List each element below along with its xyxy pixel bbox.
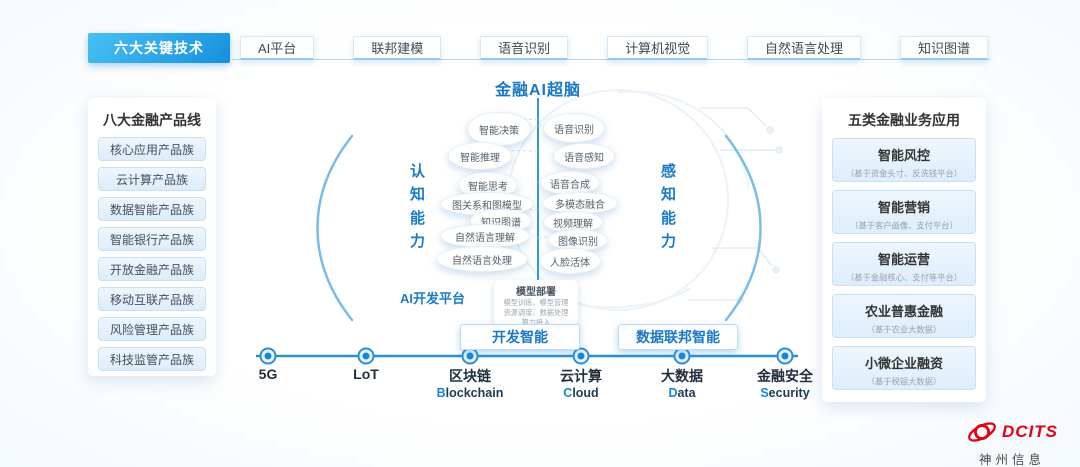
model-deploy-line: 资源调度、数据处理	[503, 308, 569, 317]
timeline-label-5g: 5G	[213, 366, 323, 382]
timeline-en-rest: lockchain	[445, 386, 504, 400]
timeline-dot	[461, 347, 479, 365]
perception-bubble: 语音识别	[543, 113, 605, 143]
timeline-en: Data	[627, 386, 737, 400]
model-deploy-title: 模型部署	[516, 287, 556, 298]
timeline-en-rest: loud	[572, 386, 599, 400]
business-apps-title: 五类金融业务应用	[848, 112, 960, 128]
timeline-label-bigdata: 大数据 Data	[627, 366, 737, 400]
business-app-subtitle: （基于农业大数据）	[866, 325, 942, 335]
brain-title: 金融AI超脑	[494, 82, 581, 99]
model-deploy-line: 模型训练、模型管理	[503, 298, 569, 307]
logo-row: DCITS	[946, 416, 1078, 448]
product-line-item: 智能银行产品族	[98, 227, 206, 251]
timeline-en-rest: ecurity	[768, 386, 810, 400]
product-line-item: 数据智能产品族	[98, 197, 206, 221]
timeline-zh: 区块链	[449, 368, 491, 384]
circuit-traces	[688, 107, 783, 304]
product-line-item: 移动互联产品族	[98, 287, 206, 311]
business-apps-panel: 五类金融业务应用 智能风控 （基于资金头寸、反洗钱平台） 智能营销 （基于客户画…	[822, 98, 986, 402]
dev-intelligence-box: 开发智能	[460, 324, 580, 350]
business-app-subtitle: （基于客户画像、支付平台）	[850, 221, 958, 231]
timeline-zh: 5G	[258, 366, 278, 382]
timeline-zh: LoT	[353, 366, 379, 382]
tech-item-federated-modeling: 联邦建模	[353, 36, 442, 60]
product-line-item: 科技监管产品族	[98, 347, 206, 371]
key-technologies-row: AI平台 联邦建模 语音识别 计算机视觉 自然语言处理 知识图谱	[240, 36, 988, 60]
timeline-en-initial: S	[760, 386, 769, 400]
cognitive-ability-label: 认知能力	[409, 163, 425, 250]
business-app-item: 智能营销 （基于客户画像、支付平台）	[832, 190, 976, 234]
perception-bubble: 人脸活体	[539, 248, 601, 274]
tech-item-nlp: 自然语言处理	[747, 36, 862, 60]
business-app-name: 农业普惠金融	[864, 304, 943, 319]
timeline-dot-core	[678, 352, 686, 360]
timeline-en-initial: D	[668, 386, 678, 400]
data-federation-box: 数据联邦智能	[618, 324, 738, 350]
business-app-subtitle: （基于资金头寸、反洗钱平台）	[846, 169, 962, 179]
cognitive-bubble: 智能决策	[467, 112, 531, 146]
right-arc	[724, 134, 762, 322]
timeline-en-rest: ata	[677, 386, 696, 400]
timeline-zh: 金融安全	[757, 368, 813, 384]
timeline-dot-core	[362, 352, 370, 360]
timeline-label-security: 金融安全 Security	[730, 366, 840, 400]
tech-item-computer-vision: 计算机视觉	[607, 36, 709, 60]
product-lines-title: 八大金融产品线	[103, 112, 201, 128]
ai-dev-platform-label: AI开发平台	[400, 291, 466, 306]
timeline-dot	[357, 347, 375, 365]
tech-item-ai-platform: AI平台	[240, 36, 315, 60]
business-app-subtitle: （基于金融核心、支付等平台）	[846, 273, 962, 283]
perception-ability-label: 感知能力	[660, 163, 676, 250]
timeline-dot	[259, 347, 277, 365]
timeline-en: Blockchain	[415, 386, 525, 400]
perception-bubble: 语音感知	[553, 143, 615, 169]
logo-company-text: 神州信息	[978, 453, 1045, 467]
timeline-zh: 云计算	[560, 368, 602, 384]
cognitive-bubble: 自然语言理解	[440, 224, 530, 248]
dcits-logo: DCITS 神州信息	[946, 416, 1078, 467]
tech-item-speech-recognition: 语音识别	[480, 36, 569, 60]
cognitive-bubble: 智能推理	[448, 142, 512, 170]
left-arc	[316, 134, 354, 322]
timeline-en: Security	[730, 386, 840, 400]
timeline-dot	[673, 347, 691, 365]
logo-brand-text: DCITS	[1002, 422, 1058, 441]
business-app-item: 农业普惠金融 （基于农业大数据）	[832, 294, 976, 338]
model-deploy-box: 模型部署 模型训练、模型管理 资源调度、数据处理 算力接入	[494, 280, 578, 327]
cognitive-bubble: 自然语言处理	[436, 246, 528, 272]
timeline-label-cloud: 云计算 Cloud	[526, 366, 636, 400]
business-app-item: 智能风控 （基于资金头寸、反洗钱平台）	[832, 138, 976, 182]
dcits-logo-icon	[968, 422, 996, 442]
business-app-name: 智能营销	[877, 200, 930, 215]
business-app-name: 智能运营	[877, 252, 930, 267]
product-line-item: 云计算产品族	[98, 167, 206, 191]
timeline-dot-core	[781, 352, 789, 360]
timeline-zh: 大数据	[661, 368, 703, 384]
timeline-label-blockchain: 区块链 Blockchain	[415, 366, 525, 400]
business-app-name: 小微企业融资	[864, 356, 943, 371]
timeline-en-initial: B	[436, 386, 446, 400]
timeline-dot-core	[466, 352, 474, 360]
timeline-en: Cloud	[526, 386, 636, 400]
business-app-item: 小微企业融资 （基于税银大数据）	[832, 346, 976, 390]
timeline-label-lot: LoT	[311, 366, 421, 382]
timeline-dot	[776, 347, 794, 365]
timeline-dot-core	[264, 352, 272, 360]
product-line-item: 风险管理产品族	[98, 317, 206, 341]
timeline-dots	[259, 347, 794, 365]
product-lines-panel: 八大金融产品线 核心应用产品族 云计算产品族 数据智能产品族 智能银行产品族 开…	[88, 98, 216, 376]
model-deploy-line: 算力接入	[521, 318, 551, 327]
business-app-item: 智能运营 （基于金融核心、支付等平台）	[832, 242, 976, 286]
tech-item-knowledge-graph: 知识图谱	[899, 36, 988, 60]
business-app-subtitle: （基于税银大数据）	[866, 377, 942, 387]
timeline-dot	[572, 347, 590, 365]
key-technologies-tab: 六大关键技术	[88, 33, 230, 63]
business-app-name: 智能风控	[877, 148, 930, 163]
timeline-en-initial: C	[563, 386, 573, 400]
product-line-item: 核心应用产品族	[98, 137, 206, 161]
timeline-dot-core	[577, 352, 585, 360]
product-line-item: 开放金融产品族	[98, 257, 206, 281]
